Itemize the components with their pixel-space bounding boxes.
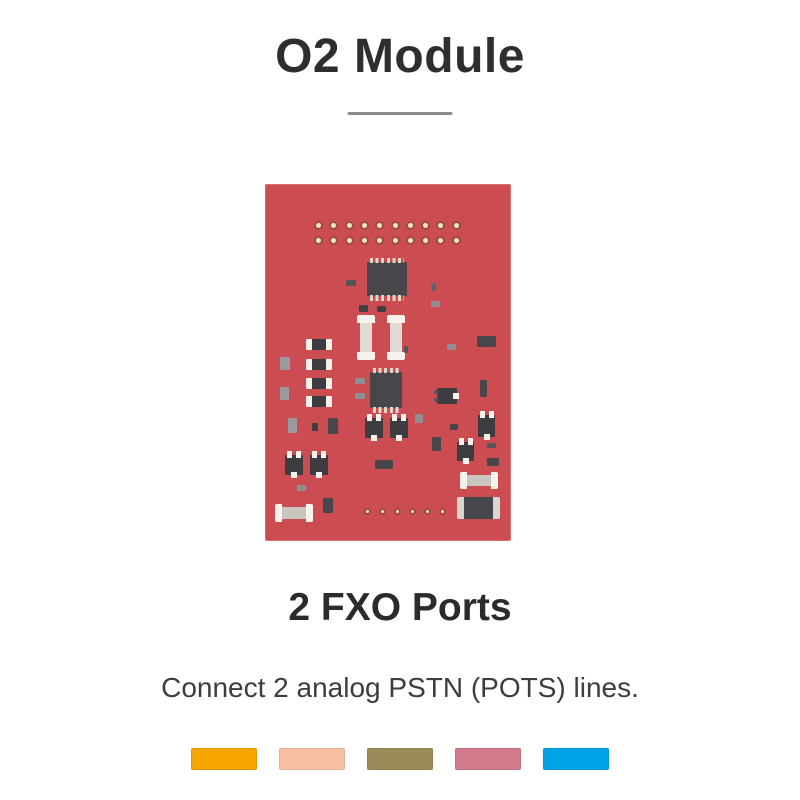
smd-component xyxy=(415,414,423,423)
swatch-olive[interactable] xyxy=(367,748,433,770)
film-capacitor-left xyxy=(357,315,375,360)
swatch-blue[interactable] xyxy=(543,748,609,770)
resistor xyxy=(306,339,332,350)
smd-component xyxy=(431,283,436,291)
smd-component xyxy=(346,280,356,286)
smd-component xyxy=(447,344,456,350)
transistor xyxy=(390,414,408,441)
top-pin-header-pin xyxy=(329,221,339,230)
smd-component xyxy=(288,418,297,433)
resistor xyxy=(306,359,332,370)
smd-component xyxy=(450,424,458,430)
smd-component xyxy=(487,443,496,448)
bottom-solder-pads-pin xyxy=(394,508,401,515)
top-pin-header-pin xyxy=(375,221,385,230)
capacitor-bottom-left xyxy=(275,504,313,522)
smd-component xyxy=(377,306,386,312)
smd-component xyxy=(280,357,290,370)
bottom-solder-pads-pin xyxy=(364,508,371,515)
top-pin-header-pin xyxy=(344,221,354,230)
transistor xyxy=(310,451,328,478)
film-capacitor-right xyxy=(387,315,405,360)
ic-chip-middle xyxy=(370,368,402,413)
top-pin-header-pin xyxy=(329,235,339,245)
resistor xyxy=(306,378,332,389)
bottom-solder-pads-pin xyxy=(409,508,416,515)
top-pin-header-pin xyxy=(405,235,415,245)
top-pin-header-pin xyxy=(344,235,354,245)
top-pin-header-pin xyxy=(421,235,431,245)
capacitor-bottom-right-top xyxy=(460,472,498,489)
page-title: O2 Module xyxy=(275,30,525,83)
swatch-row xyxy=(0,748,800,770)
smd-component xyxy=(432,437,441,451)
transistor xyxy=(434,388,459,404)
transistor xyxy=(365,414,383,441)
top-pin-header-pin xyxy=(359,235,369,245)
top-pin-header-pin xyxy=(421,221,431,230)
smd-component xyxy=(404,346,408,353)
smd-component xyxy=(375,460,393,469)
top-pin-header-pin xyxy=(451,235,461,245)
bottom-solder-pads-pin xyxy=(439,508,446,515)
swatch-rose[interactable] xyxy=(455,748,521,770)
smd-component xyxy=(328,418,338,434)
top-pin-header-pin xyxy=(436,221,446,230)
transistor xyxy=(285,451,303,478)
top-pin-header-pin xyxy=(314,235,323,245)
smd-component xyxy=(480,380,487,397)
bottom-solder-pads-pin xyxy=(379,508,386,515)
smd-component xyxy=(323,498,333,513)
capacitor-bottom-right xyxy=(457,497,500,519)
smd-component xyxy=(487,458,499,466)
smd-component xyxy=(280,387,289,400)
product-name: 2 FXO Ports xyxy=(288,586,512,629)
product-description: Connect 2 analog PSTN (POTS) lines. xyxy=(161,672,639,703)
top-pin-header-pin xyxy=(451,221,461,230)
smd-component xyxy=(355,378,365,384)
pcb-board xyxy=(265,184,511,541)
top-pin-header-pin xyxy=(390,235,400,245)
smd-component xyxy=(355,393,365,399)
smd-component xyxy=(359,305,368,312)
top-pin-header-pin xyxy=(405,221,415,230)
swatch-peach[interactable] xyxy=(279,748,345,770)
bottom-solder-pads-pin xyxy=(424,508,431,515)
smd-component xyxy=(477,336,496,347)
top-pin-header-pin xyxy=(436,235,446,245)
top-pin-header-pin xyxy=(314,221,323,230)
smd-component xyxy=(297,485,306,491)
ic-chip-top xyxy=(367,258,407,301)
transistor xyxy=(478,411,495,440)
resistor xyxy=(306,396,332,407)
smd-component xyxy=(312,423,318,431)
smd-component xyxy=(431,301,440,307)
top-pin-header-pin xyxy=(390,221,400,230)
swatch-orange[interactable] xyxy=(191,748,257,770)
top-pin-header-pin xyxy=(359,221,369,230)
transistor xyxy=(457,438,474,464)
title-divider xyxy=(347,112,453,115)
top-pin-header-pin xyxy=(375,235,385,245)
